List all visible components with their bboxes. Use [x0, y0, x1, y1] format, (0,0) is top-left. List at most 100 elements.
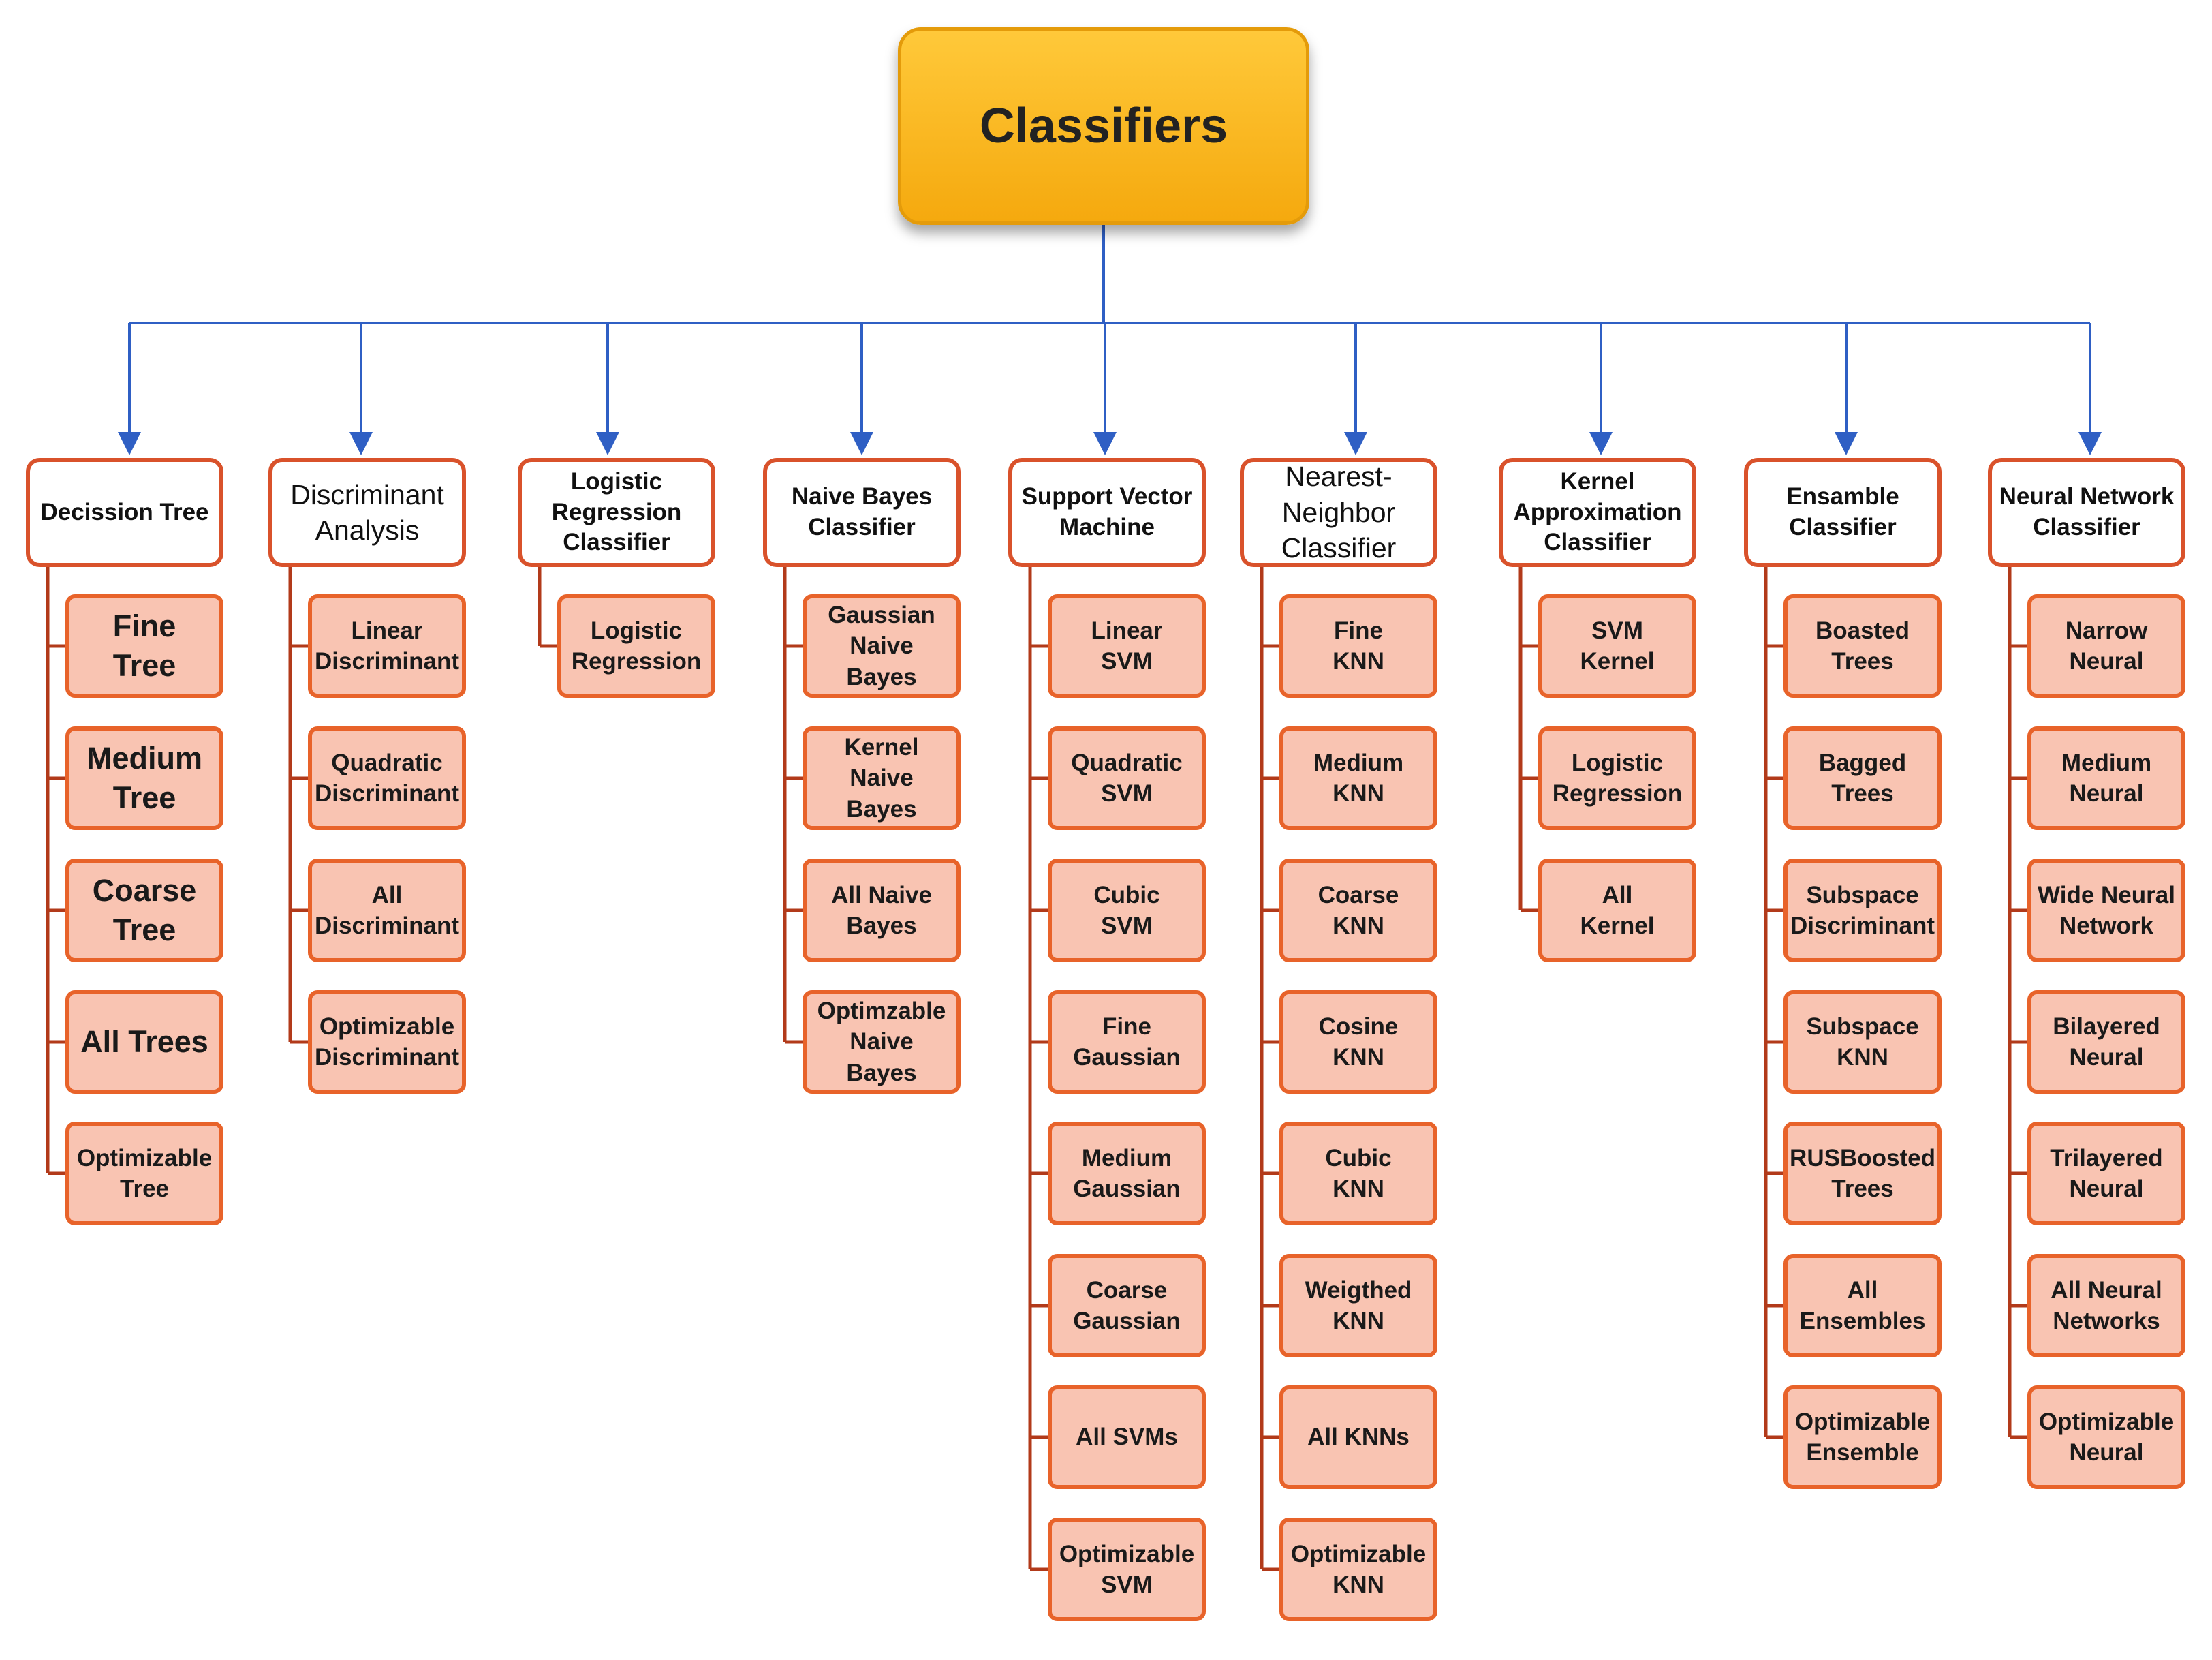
- category-decision-tree: Decission Tree: [26, 458, 223, 567]
- root-node-label: Classifiers: [979, 99, 1228, 153]
- arrow-head-naive-bayes-classifier: [850, 432, 873, 455]
- arrow-head-kernel-approximation-classifier: [1589, 432, 1613, 455]
- arrow-head-logistic-regression-classifier: [596, 432, 619, 455]
- leaf-label: All SVMs: [1076, 1424, 1178, 1451]
- arrow-head-neural-network-classifier: [2078, 432, 2102, 455]
- category-label: Decission Tree: [40, 498, 209, 525]
- arrow-head-discriminant-analysis: [349, 432, 373, 455]
- leaf-support-vector-machine-7: All SVMs: [1048, 1385, 1206, 1489]
- leaf-label: All Trees: [80, 1024, 208, 1059]
- root-node-classifiers: Classifiers: [898, 27, 1309, 225]
- leaf-decision-tree-4: All Trees: [65, 990, 223, 1094]
- leaf-label: All KNNs: [1307, 1424, 1409, 1451]
- arrow-head-decision-tree: [118, 432, 141, 455]
- arrow-head-support-vector-machine: [1093, 432, 1117, 455]
- leaf-nearest-neighbor-classifier-7: All KNNs: [1279, 1385, 1437, 1489]
- arrow-head-nearest-neighbor-classifier: [1344, 432, 1367, 455]
